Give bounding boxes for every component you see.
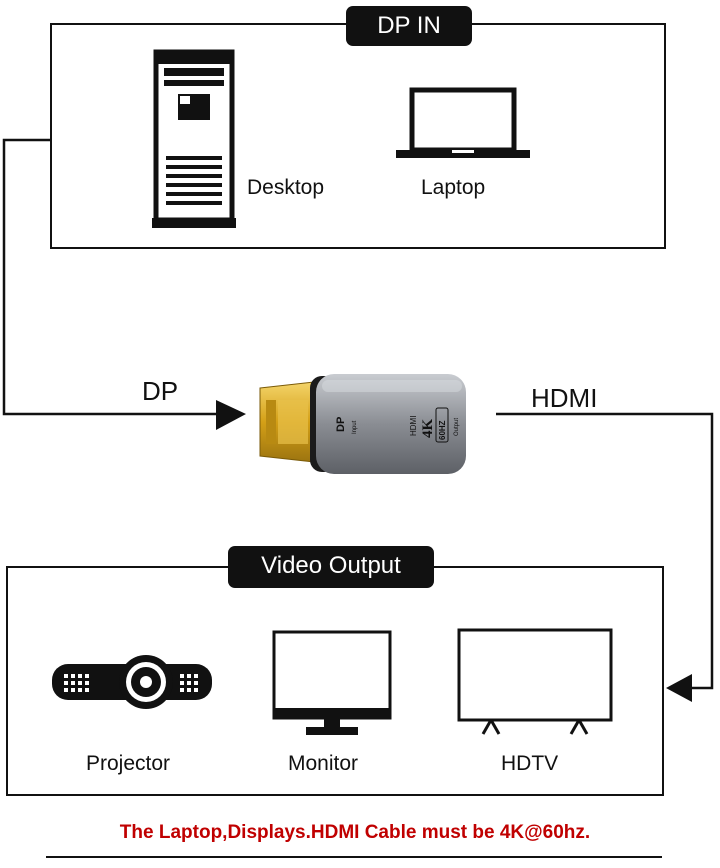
laptop-label: Laptop — [421, 176, 486, 199]
adapter-input-text: Input — [352, 420, 358, 434]
cable-requirement-note: The Laptop,Displays.HDMI Cable must be 4… — [119, 822, 591, 843]
desktop-label: Desktop — [247, 176, 325, 199]
laptop-icon — [396, 87, 530, 158]
video-output-title: Video Output — [228, 546, 434, 588]
monitor-label: Monitor — [288, 752, 359, 775]
desktop-tower-icon — [152, 49, 236, 228]
adapter-output-text: Output — [454, 418, 460, 436]
adapter-60hz-text: 60HZ — [438, 420, 447, 440]
hdmi-line-label: HDMI — [531, 383, 598, 413]
projector-label: Projector — [86, 752, 171, 775]
hdtv-icon — [457, 628, 613, 735]
dp-to-hdmi-adapter: DP Input HDMI 4K 60HZ Output — [259, 374, 466, 474]
hdtv-label: HDTV — [501, 752, 559, 775]
projector-icon — [52, 655, 212, 709]
adapter-dp-text: DP — [335, 417, 347, 432]
dp-in-title: DP IN — [346, 6, 472, 46]
monitor-icon — [272, 630, 392, 735]
adapter-hdmi-text: HDMI — [409, 416, 418, 436]
adapter-4k-text: 4K — [420, 419, 436, 439]
note-underline — [46, 856, 662, 858]
dp-line-label: DP — [142, 376, 179, 406]
